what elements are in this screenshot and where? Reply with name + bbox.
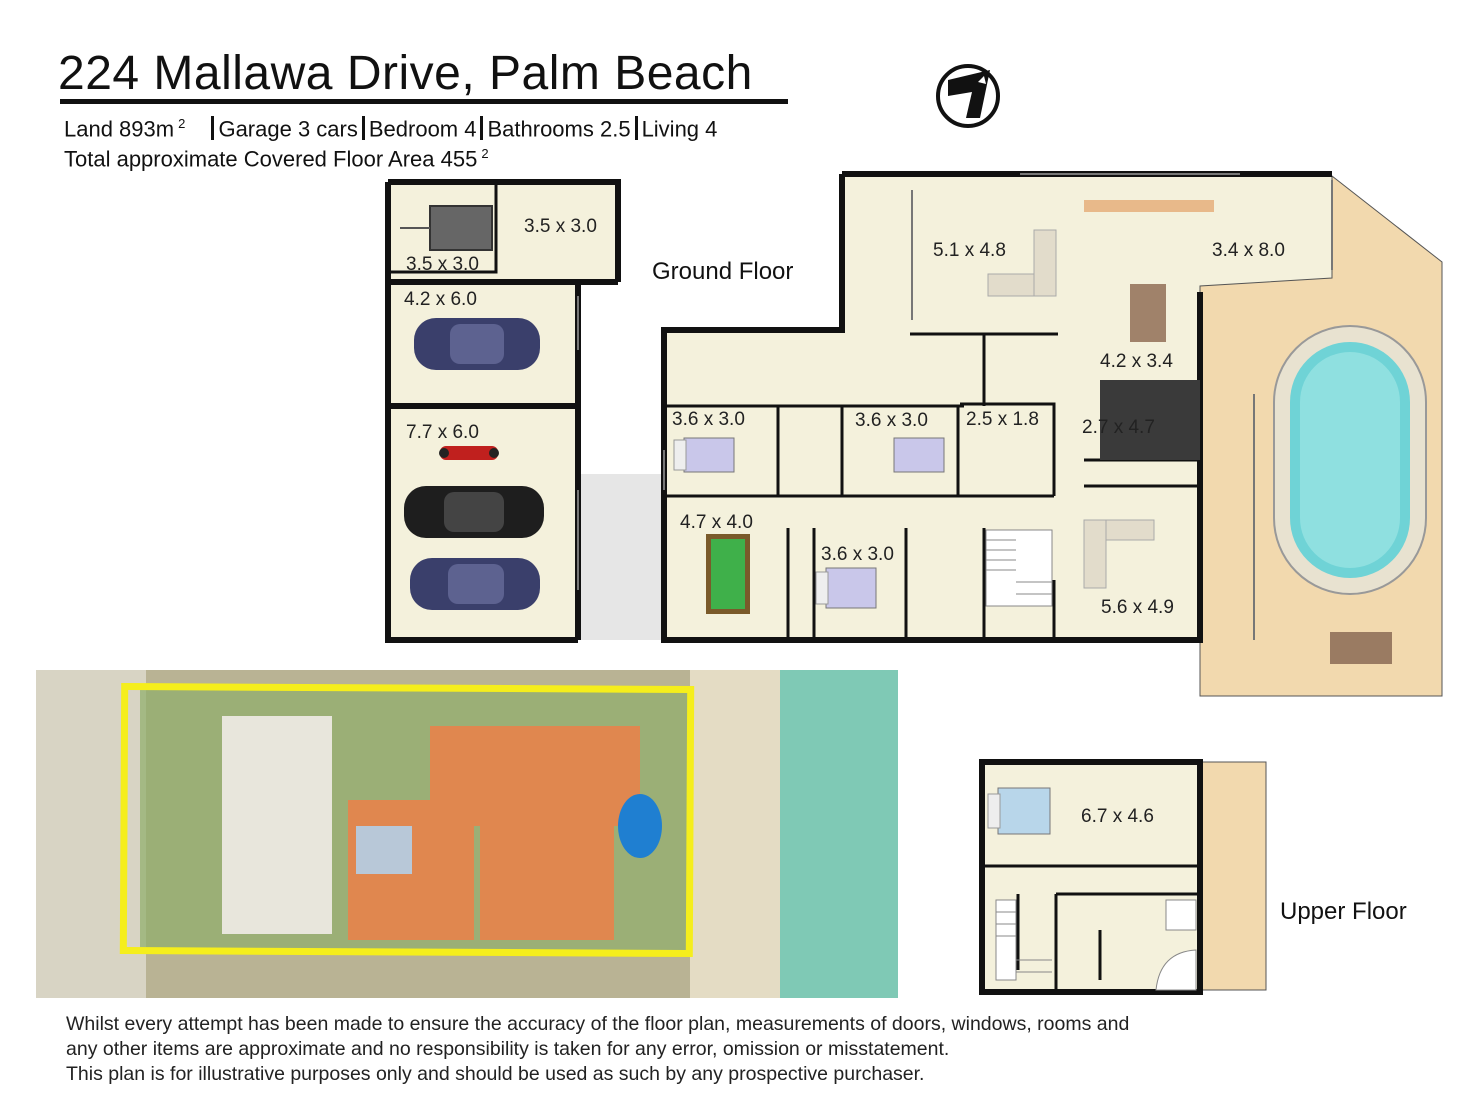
land-size-unit: 2 xyxy=(178,116,186,131)
room-garage-double-dimensions: 7.7 x 6.0 xyxy=(406,422,479,443)
bed-icon xyxy=(673,437,735,473)
room-family-dimensions: 5.6 x 4.9 xyxy=(1101,597,1174,618)
motorbike-icon xyxy=(439,446,499,460)
title-underline xyxy=(60,99,788,104)
room-lounge-dimensions: 5.1 x 4.8 xyxy=(933,240,1006,261)
separator xyxy=(361,116,365,141)
room-deck-dimensions: 3.4 x 8.0 xyxy=(1212,240,1285,261)
separator xyxy=(480,116,484,141)
bedroom-count: Bedroom 4 xyxy=(368,116,477,142)
room-bedroom-3-dimensions: 3.6 x 3.0 xyxy=(855,410,928,431)
room-kitchen-dimensions: 2.7 x 4.7 xyxy=(1082,417,1155,438)
bath-icon xyxy=(1155,899,1197,991)
bed-icon xyxy=(987,787,1051,835)
ground-floor-label: Ground Floor xyxy=(652,258,794,285)
property-stats-line-2: Total approximate Covered Floor Area 455… xyxy=(64,146,489,172)
property-address: 224 Mallawa Drive, Palm Beach xyxy=(58,47,753,100)
land-size: Land 893m xyxy=(64,116,175,142)
bed-icon xyxy=(893,437,945,473)
room-storage-1-dimensions: 3.5 x 3.0 xyxy=(524,216,597,237)
bed-icon xyxy=(815,567,877,609)
trailer-icon xyxy=(400,205,493,251)
room-dining-dimensions: 4.2 x 3.4 xyxy=(1100,351,1173,372)
floor-area: Total approximate Covered Floor Area 455 xyxy=(64,146,478,172)
pool-table-icon xyxy=(706,534,750,614)
disclaimer-line-2: any other items are approximate and no r… xyxy=(66,1038,950,1060)
room-garage-single-dimensions: 4.2 x 6.0 xyxy=(404,289,477,310)
disclaimer: Whilst every attempt has been made to en… xyxy=(66,1012,1129,1087)
sofa-icon xyxy=(1083,519,1155,589)
living-count: Living 4 xyxy=(641,116,718,142)
kitchen-bench-icon xyxy=(1084,200,1214,460)
stairs-icon xyxy=(985,529,1053,607)
room-bedroom-2-dimensions: 3.6 x 3.0 xyxy=(672,409,745,430)
upper-floor-label: Upper Floor xyxy=(1280,898,1407,925)
floor-area-unit: 2 xyxy=(481,146,489,161)
car-icon xyxy=(414,318,540,370)
upper-floor-plan xyxy=(979,759,1267,995)
room-storage-2-dimensions: 3.5 x 3.0 xyxy=(406,254,479,275)
room-bedroom-4-dimensions: 3.6 x 3.0 xyxy=(821,544,894,565)
garage-count: Garage 3 cars xyxy=(218,116,358,142)
aerial-photo xyxy=(36,670,898,998)
room-games-dimensions: 4.7 x 4.0 xyxy=(680,512,753,533)
room-master-bedroom-dimensions: 6.7 x 4.6 xyxy=(1081,806,1154,827)
separator xyxy=(211,116,215,141)
car-icon xyxy=(410,558,540,610)
stairs-icon xyxy=(995,899,1052,981)
bathroom-count: Bathrooms 2.5 xyxy=(487,116,631,142)
ground-floor-plan xyxy=(385,171,1443,697)
room-laundry-dimensions: 2.5 x 1.8 xyxy=(966,409,1039,430)
separator xyxy=(634,116,638,141)
disclaimer-line-3: This plan is for illustrative purposes o… xyxy=(66,1063,925,1085)
car-icon xyxy=(404,486,544,538)
disclaimer-line-1: Whilst every attempt has been made to en… xyxy=(66,1013,1130,1035)
north-arrow-icon xyxy=(936,64,1000,128)
sofa-icon xyxy=(987,229,1057,297)
outdoor-table-icon xyxy=(1330,632,1392,664)
dining-table-icon xyxy=(1130,284,1166,342)
